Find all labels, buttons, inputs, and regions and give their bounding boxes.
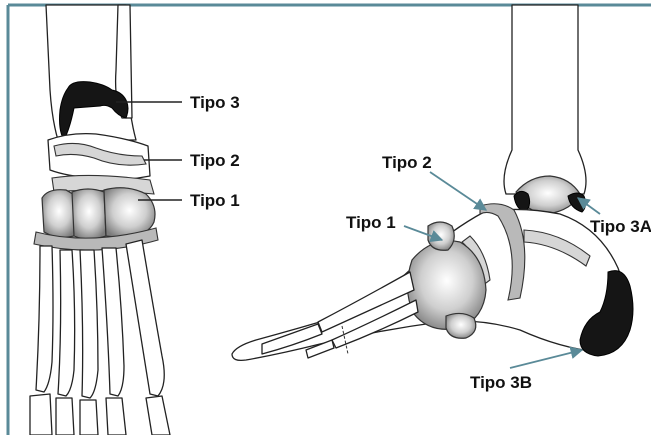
front-tarsal-1 xyxy=(42,190,76,238)
front-toes xyxy=(30,394,170,435)
side-tipo1-label: Tipo 1 xyxy=(346,213,396,232)
front-tarsal-2 xyxy=(72,189,106,239)
front-metatarsal-1 xyxy=(36,246,53,392)
front-metatarsal-3 xyxy=(80,250,98,398)
side-tipo2-arrow xyxy=(430,172,486,210)
front-view-foot xyxy=(30,5,170,435)
side-tipo3b-arrow xyxy=(510,350,582,368)
side-view-foot xyxy=(232,5,633,360)
side-tipo3b-label: Tipo 3B xyxy=(470,373,532,392)
front-tipo2-label: Tipo 2 xyxy=(190,151,240,170)
front-metatarsal-2 xyxy=(58,250,75,396)
side-tipo2-label: Tipo 2 xyxy=(382,153,432,172)
front-metatarsal-5 xyxy=(126,240,164,396)
side-tipo3a-label: Tipo 3A xyxy=(590,217,651,236)
front-metatarsal-4 xyxy=(102,248,124,396)
front-tipo3-label: Tipo 3 xyxy=(190,93,240,112)
tibia-side xyxy=(504,5,586,194)
front-tipo1-label: Tipo 1 xyxy=(190,191,240,210)
side-tarsal-lower xyxy=(446,313,476,338)
